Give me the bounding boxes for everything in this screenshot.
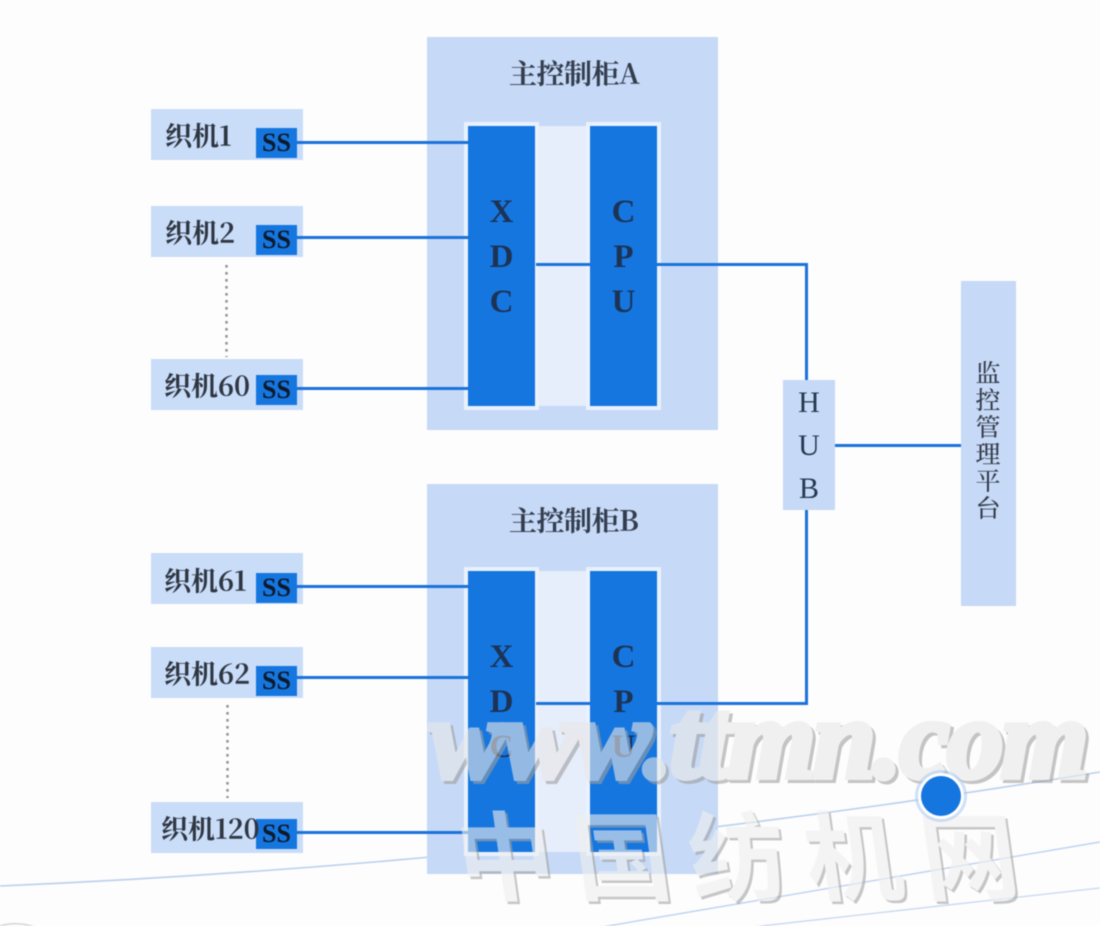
svg-text:www.ttmn.com: www.ttmn.com xyxy=(430,678,1086,802)
svg-text:www.ttmn.com: www.ttmn.com xyxy=(433,681,1089,805)
